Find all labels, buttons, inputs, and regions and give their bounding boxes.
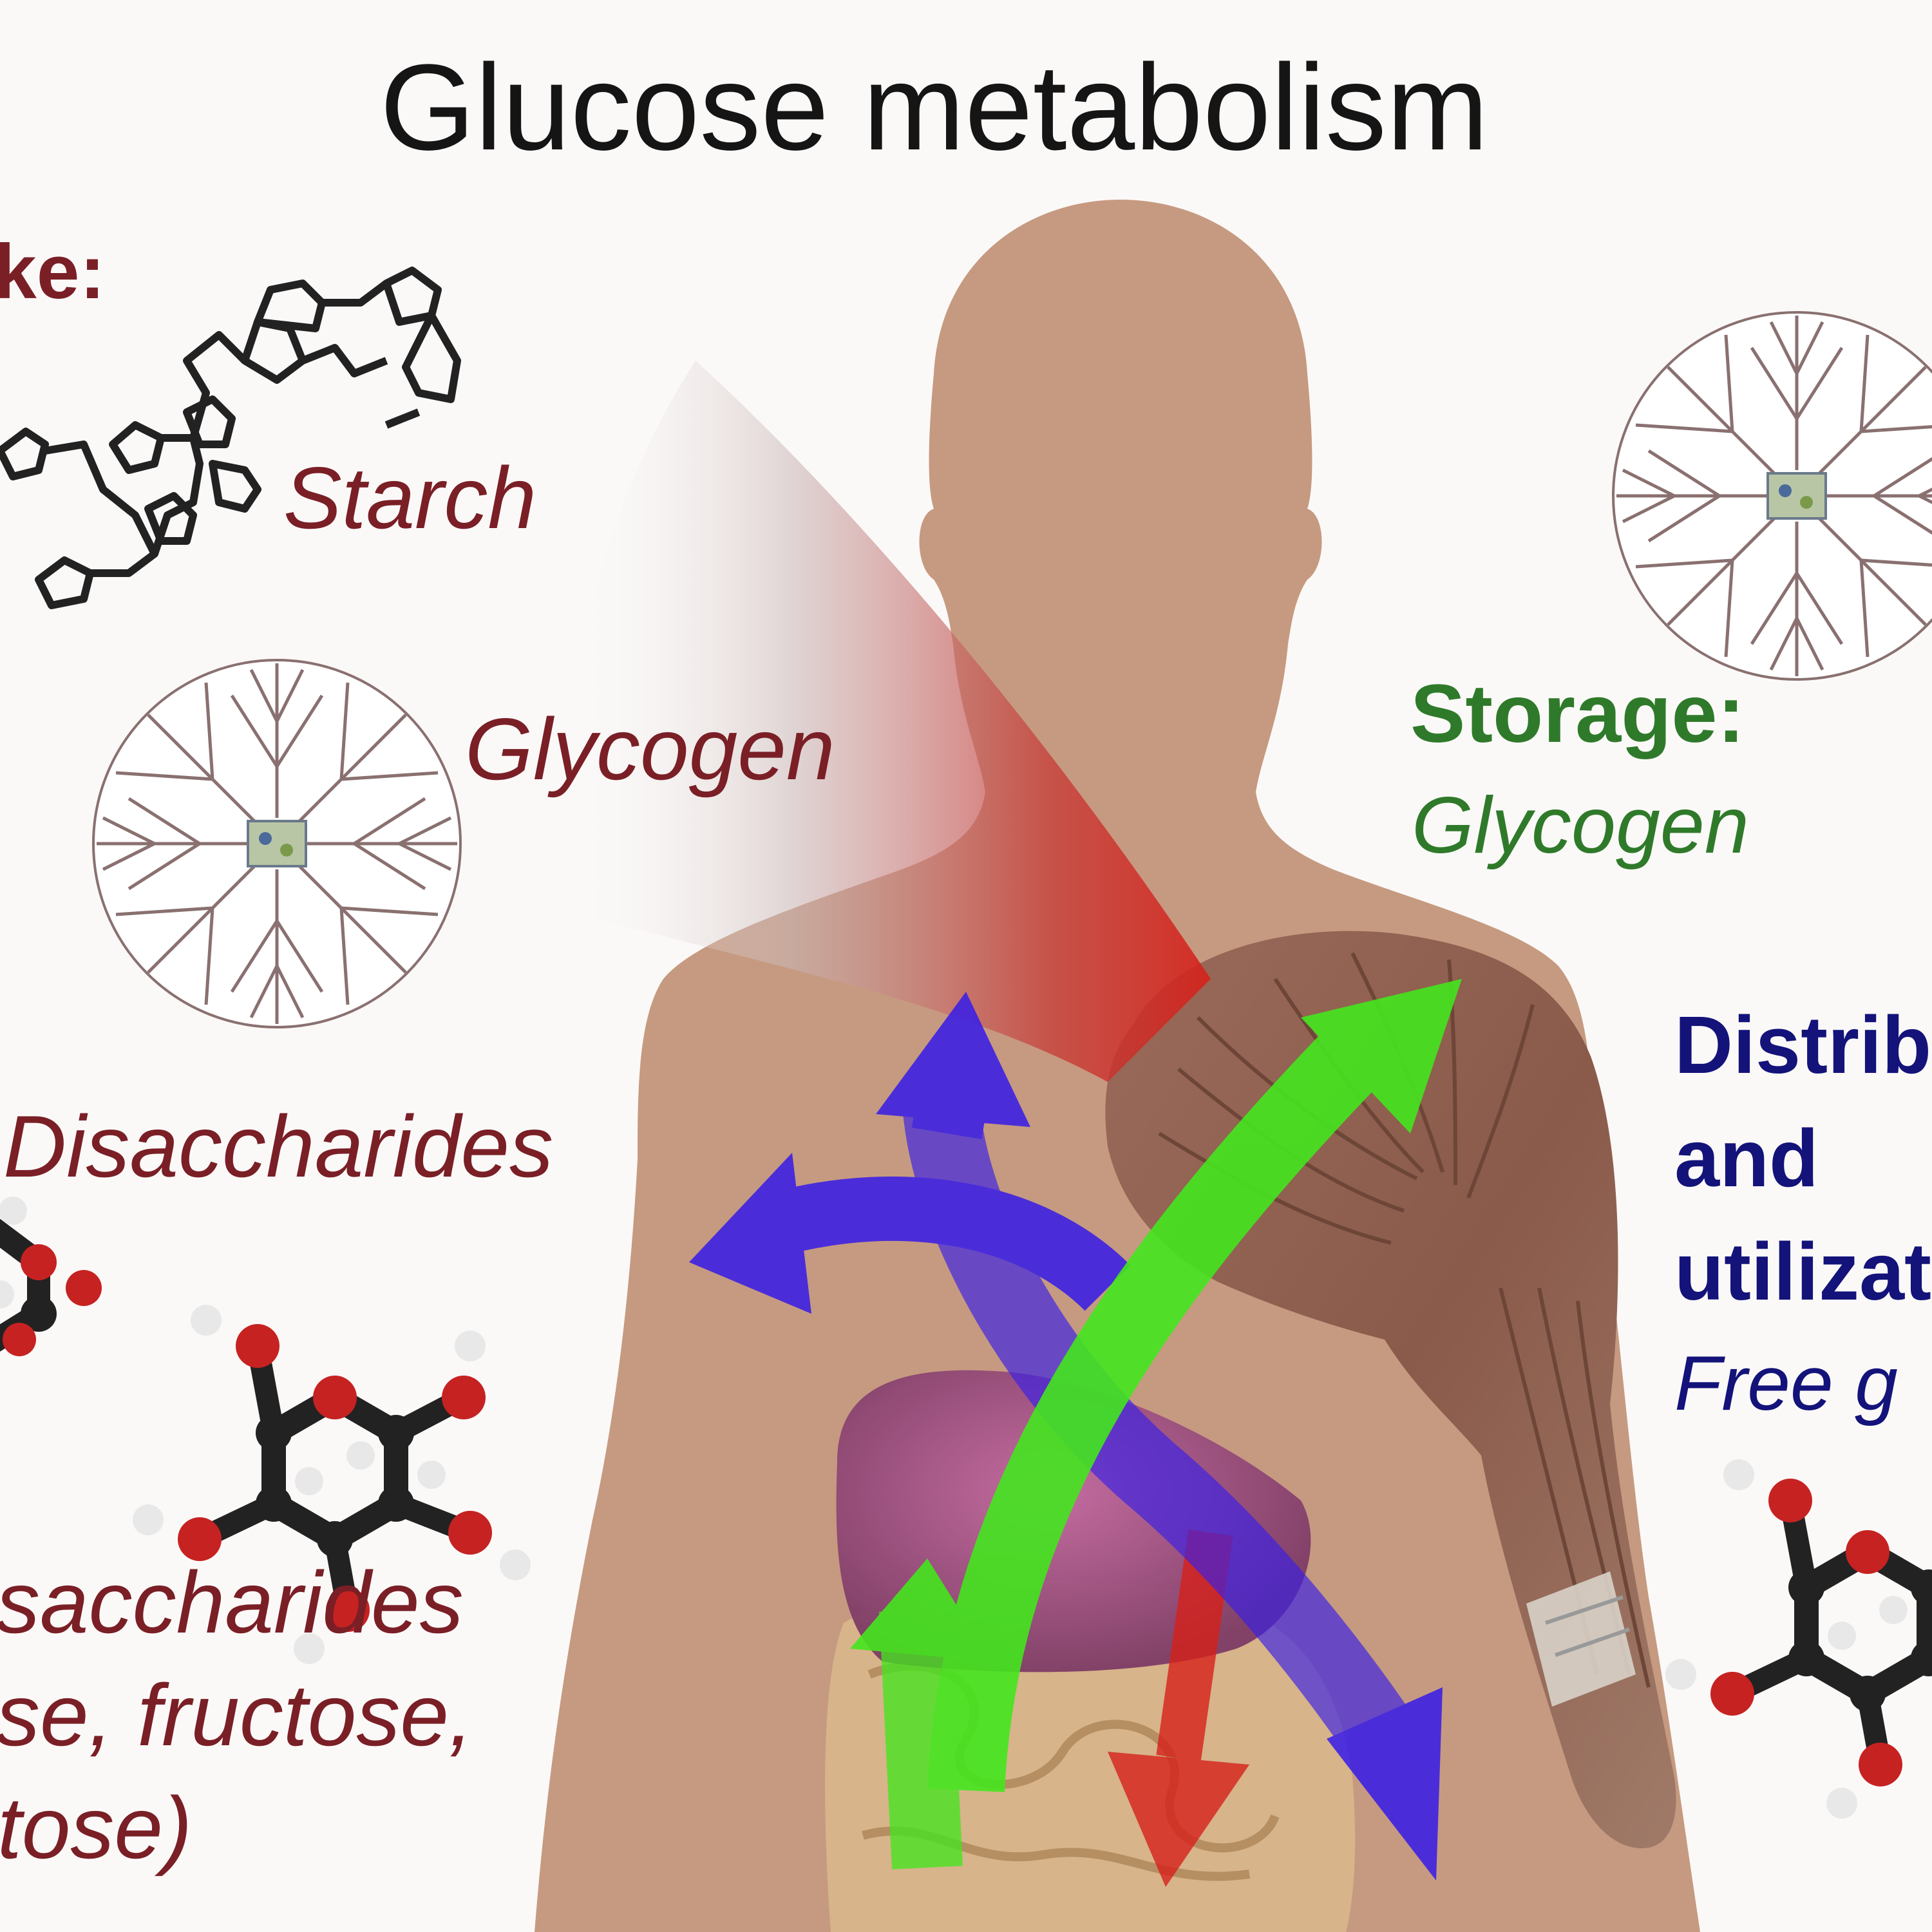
disaccharides-label: Disaccharides xyxy=(3,1097,554,1195)
glycogen-molecule-icon xyxy=(93,660,460,1027)
glycogen-intake-label: Glycogen xyxy=(465,700,835,798)
intake-heading: ke: xyxy=(0,229,106,315)
storage-heading: Storage: xyxy=(1410,668,1745,760)
starch-label: Starch xyxy=(283,449,537,547)
monosaccharide-examples-line1: se, fructose, xyxy=(0,1666,473,1764)
page-title: Glucose metabolism xyxy=(380,39,1489,176)
distribution-heading-line2: and xyxy=(1674,1113,1819,1204)
distribution-heading-line1: Distrib xyxy=(1674,999,1932,1090)
disaccharide-molecule-icon xyxy=(0,1197,102,1356)
glycogen-molecule-icon xyxy=(1613,312,1932,679)
storage-glycogen-label: Glycogen xyxy=(1412,781,1749,870)
starch-molecule-icon xyxy=(0,267,461,609)
distribution-heading-line3: utilizat xyxy=(1674,1226,1931,1317)
monosaccharides-label: saccharides xyxy=(0,1553,464,1651)
free-glucose-label: Free g xyxy=(1674,1340,1898,1426)
monosaccharide-examples-line2: tose) xyxy=(0,1779,193,1877)
glucose-molecule-icon xyxy=(1665,1459,1932,1819)
